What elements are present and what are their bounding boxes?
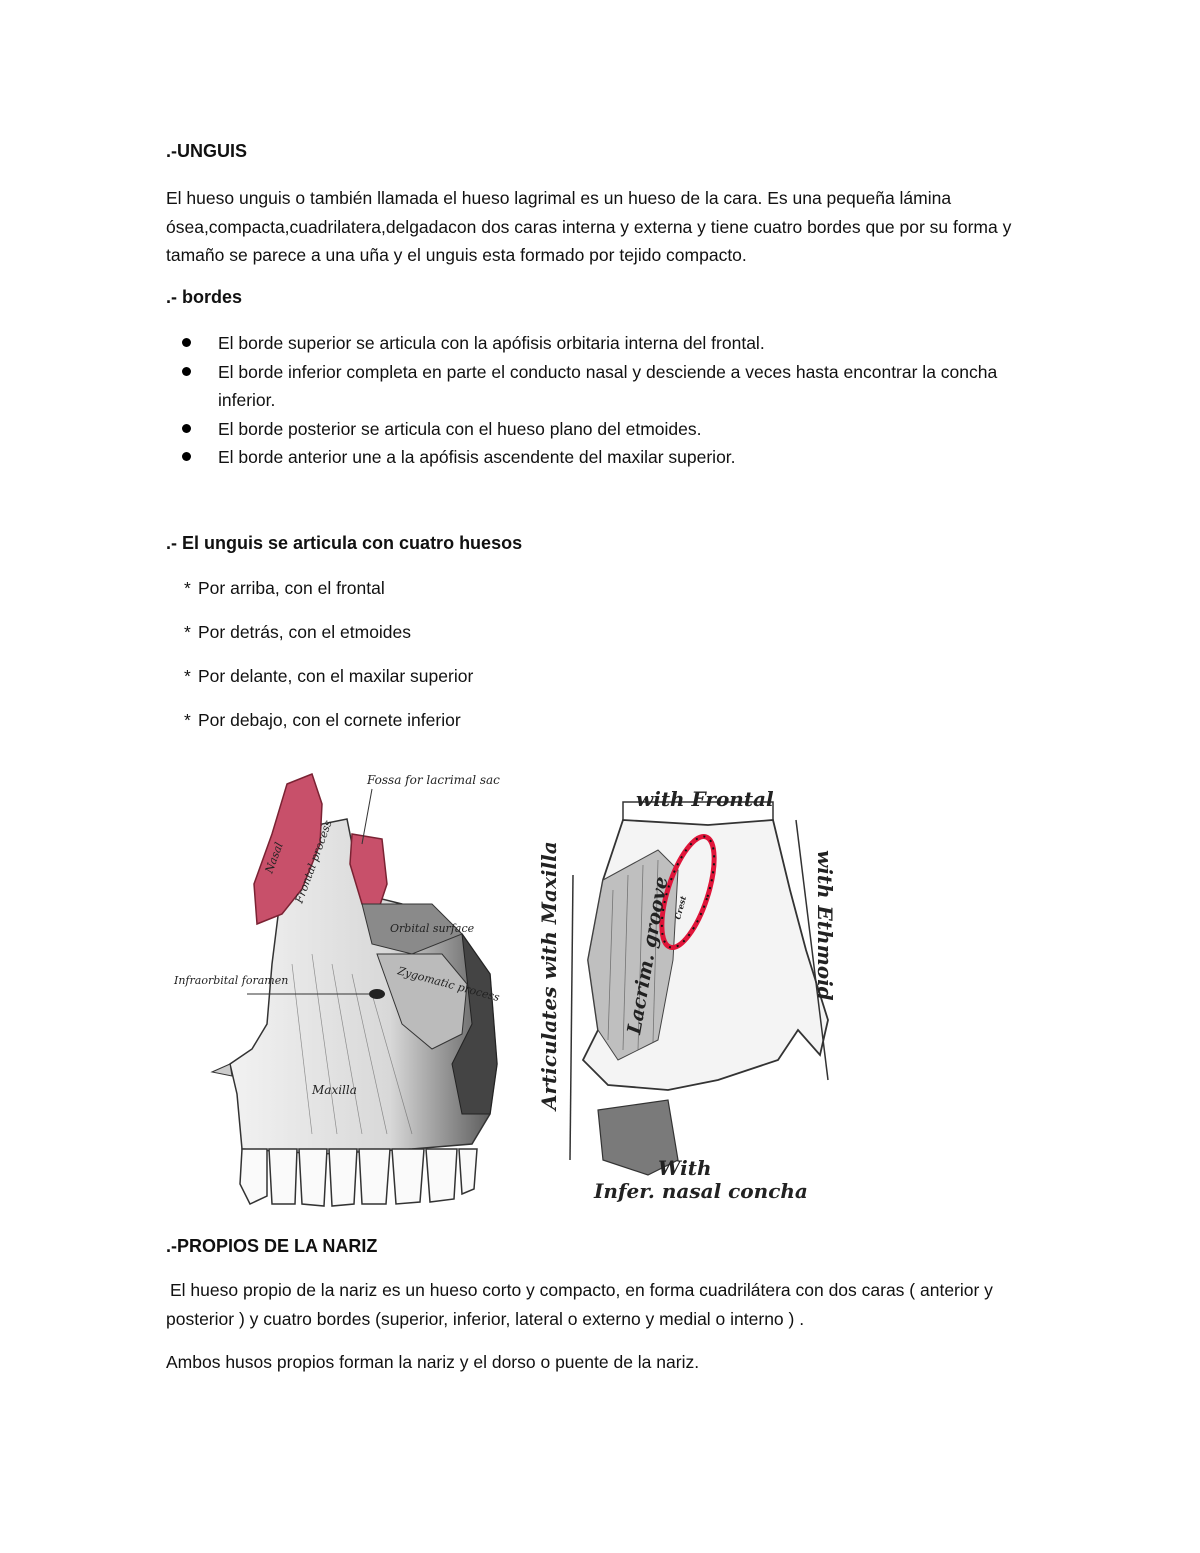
articula-item: * Por debajo, con el cornete inferior (184, 710, 461, 731)
bordes-item-text: El borde anterior une a la apófisis asce… (218, 447, 736, 467)
tooth (268, 1148, 298, 1205)
nariz-paragraph-2: Ambos husos propios forman la nariz y el… (166, 1352, 700, 1372)
nasal-bone (253, 773, 323, 926)
bracket-left (569, 874, 574, 1161)
asterisk-mark: * (184, 666, 191, 686)
orbital-label: Orbital surface (390, 922, 475, 935)
bordes-heading: .- bordes (166, 287, 243, 307)
bordes-item: El borde superior se articula con la apó… (180, 329, 1050, 358)
articula-item-text: Por arriba, con el frontal (198, 578, 385, 598)
frontal-label: with Frontal (636, 787, 774, 811)
articula-item-text: Por detrás, con el etmoides (198, 622, 412, 642)
bullet-icon (182, 338, 191, 347)
articula-item: * Por arriba, con el frontal (184, 578, 385, 599)
tooth (239, 1148, 268, 1205)
tooth (425, 1148, 458, 1203)
bordes-list: El borde superior se articula con la apó… (180, 329, 1050, 472)
with-label: With (658, 1156, 712, 1180)
asterisk-mark: * (184, 622, 191, 642)
bordes-item-text: El borde inferior completa en parte el c… (218, 361, 998, 411)
asterisk-mark: * (184, 578, 191, 598)
nariz-paragraph-1: El hueso propio de la nariz es un hueso … (166, 1280, 993, 1329)
articula-item-text: Por delante, con el maxilar superior (198, 666, 474, 686)
fossa-label: Fossa for lacrimal sac (366, 773, 500, 787)
bordes-item: El borde anterior une a la apófisis asce… (180, 443, 1050, 472)
bullet-icon (182, 452, 191, 461)
orbital-surface (361, 903, 463, 955)
bracket-right (795, 819, 829, 1081)
asterisk-mark: * (184, 710, 191, 730)
maxilla-label: Maxilla (311, 1083, 357, 1097)
tooth (458, 1148, 478, 1196)
bracket-top (622, 801, 774, 820)
bordes-item-text: El borde posterior se articula con el hu… (218, 418, 702, 439)
unguis-paragraph: El hueso unguis o también llamada el hue… (166, 188, 1012, 265)
articula-item: * Por detrás, con el etmoides (184, 622, 411, 643)
teeth (239, 1148, 478, 1207)
tooth (298, 1148, 328, 1207)
crest-dots (660, 835, 716, 949)
maxilla-illustration: Fossa for lacrimal sac Nasal Frontal pro… (173, 773, 501, 1207)
bordes-item: El borde inferior completa en parte el c… (180, 358, 1050, 415)
lacrimal-illustration: with Frontal Articulates with Maxilla wi… (537, 787, 837, 1203)
tooth (358, 1148, 391, 1205)
bordes-item: El borde posterior se articula con el hu… (180, 415, 1050, 444)
nariz-heading: .-PROPIOS DE LA NARIZ (166, 1236, 378, 1256)
infraorbital-label: Infraorbital foramen (173, 974, 288, 987)
lacrimal-groove (587, 849, 679, 1061)
ethmoid-label: with Ethmoid (813, 850, 837, 1001)
articula-heading: .- El unguis se articula con cuatro hues… (166, 533, 523, 553)
articula-item-text: Por debajo, con el cornete inferior (198, 710, 461, 730)
maxilla-articulation-label: Articulates with Maxilla (537, 841, 561, 1112)
zygomatic-process (376, 953, 468, 1050)
bullet-icon (182, 423, 191, 433)
posterior-shadow (451, 933, 498, 1115)
nasal-spine (210, 1063, 233, 1077)
bullet-icon (182, 366, 191, 376)
infraorbital-foramen (369, 989, 385, 999)
hatching (291, 953, 413, 1135)
hatching (607, 859, 659, 1051)
hamulus (597, 1099, 679, 1176)
articula-item: * Por delante, con el maxilar superior (184, 666, 473, 687)
label-leader (361, 788, 373, 845)
tooth (328, 1148, 358, 1207)
concha-label: Infer. nasal concha (593, 1179, 808, 1203)
unguis-heading: .-UNGUIS (166, 141, 247, 161)
tooth (391, 1148, 425, 1205)
bordes-item-text: El borde superior se articula con la apó… (218, 333, 765, 353)
